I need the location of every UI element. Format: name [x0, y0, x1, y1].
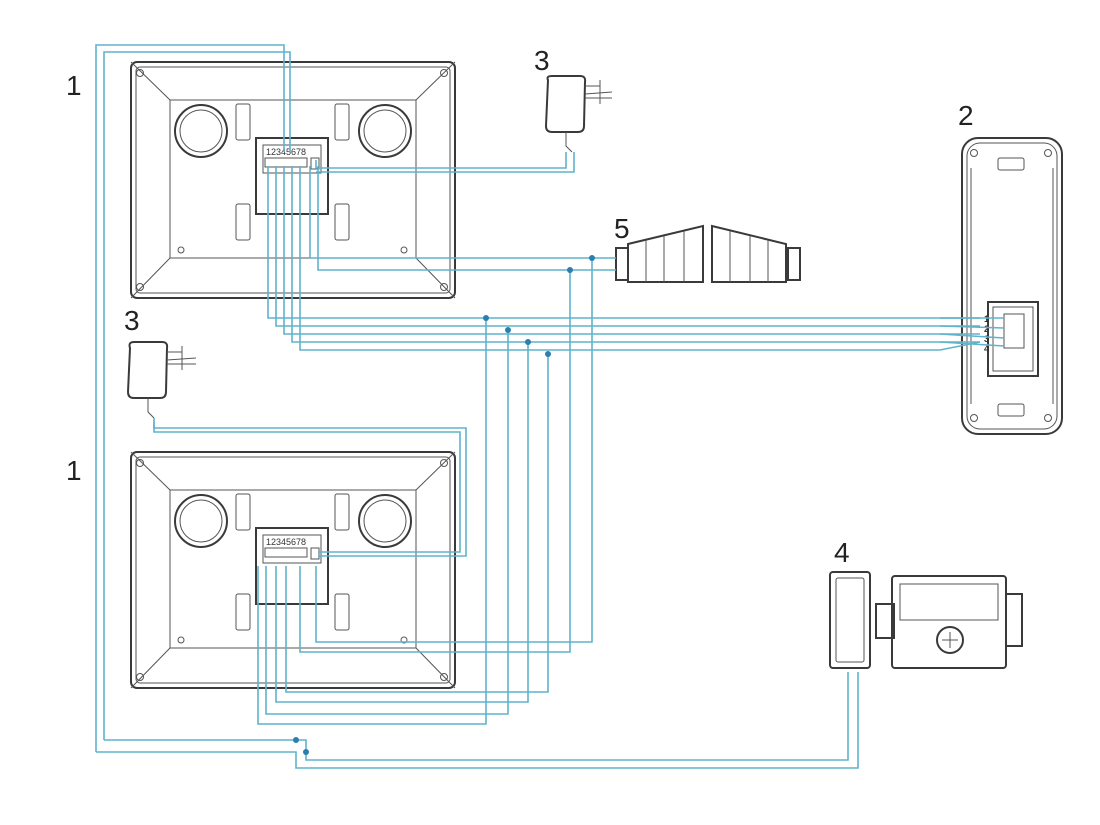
terminal-strip-top: 12345678 [264, 147, 320, 170]
terminal-numbers-bottom: 12345678 [266, 537, 306, 547]
outdoor-terminal-2: 2 [984, 324, 989, 334]
callout-lock: 4 [834, 537, 850, 568]
monitor-top: 12345678 [130, 61, 456, 299]
wiring [95, 44, 1005, 769]
callout-monitor-bottom: 1 [66, 455, 82, 486]
terminal-strip-bottom: 12345678 [264, 537, 320, 560]
callout-outdoor-station: 2 [958, 100, 974, 131]
electric-lock [829, 571, 1023, 669]
callout-gate: 5 [614, 213, 630, 244]
callout-psu-mid: 3 [124, 305, 140, 336]
power-supply-mid [126, 341, 197, 419]
outdoor-terminal-1: 1 [984, 314, 989, 324]
outdoor-terminal-3: 3 [984, 334, 989, 344]
wire-junctions [293, 255, 595, 755]
power-supply-top [544, 75, 613, 153]
callout-psu-top: 3 [534, 45, 550, 76]
terminal-block-outdoor: 1 2 3 4 [984, 313, 1025, 354]
callout-monitor-top: 1 [66, 70, 82, 101]
outdoor-terminal-4: 4 [984, 344, 989, 354]
monitor-bottom: 12345678 [130, 451, 456, 689]
outdoor-station: 1 2 3 4 [961, 137, 1063, 435]
gate-motor [615, 224, 801, 283]
terminal-numbers-top: 12345678 [266, 147, 306, 157]
